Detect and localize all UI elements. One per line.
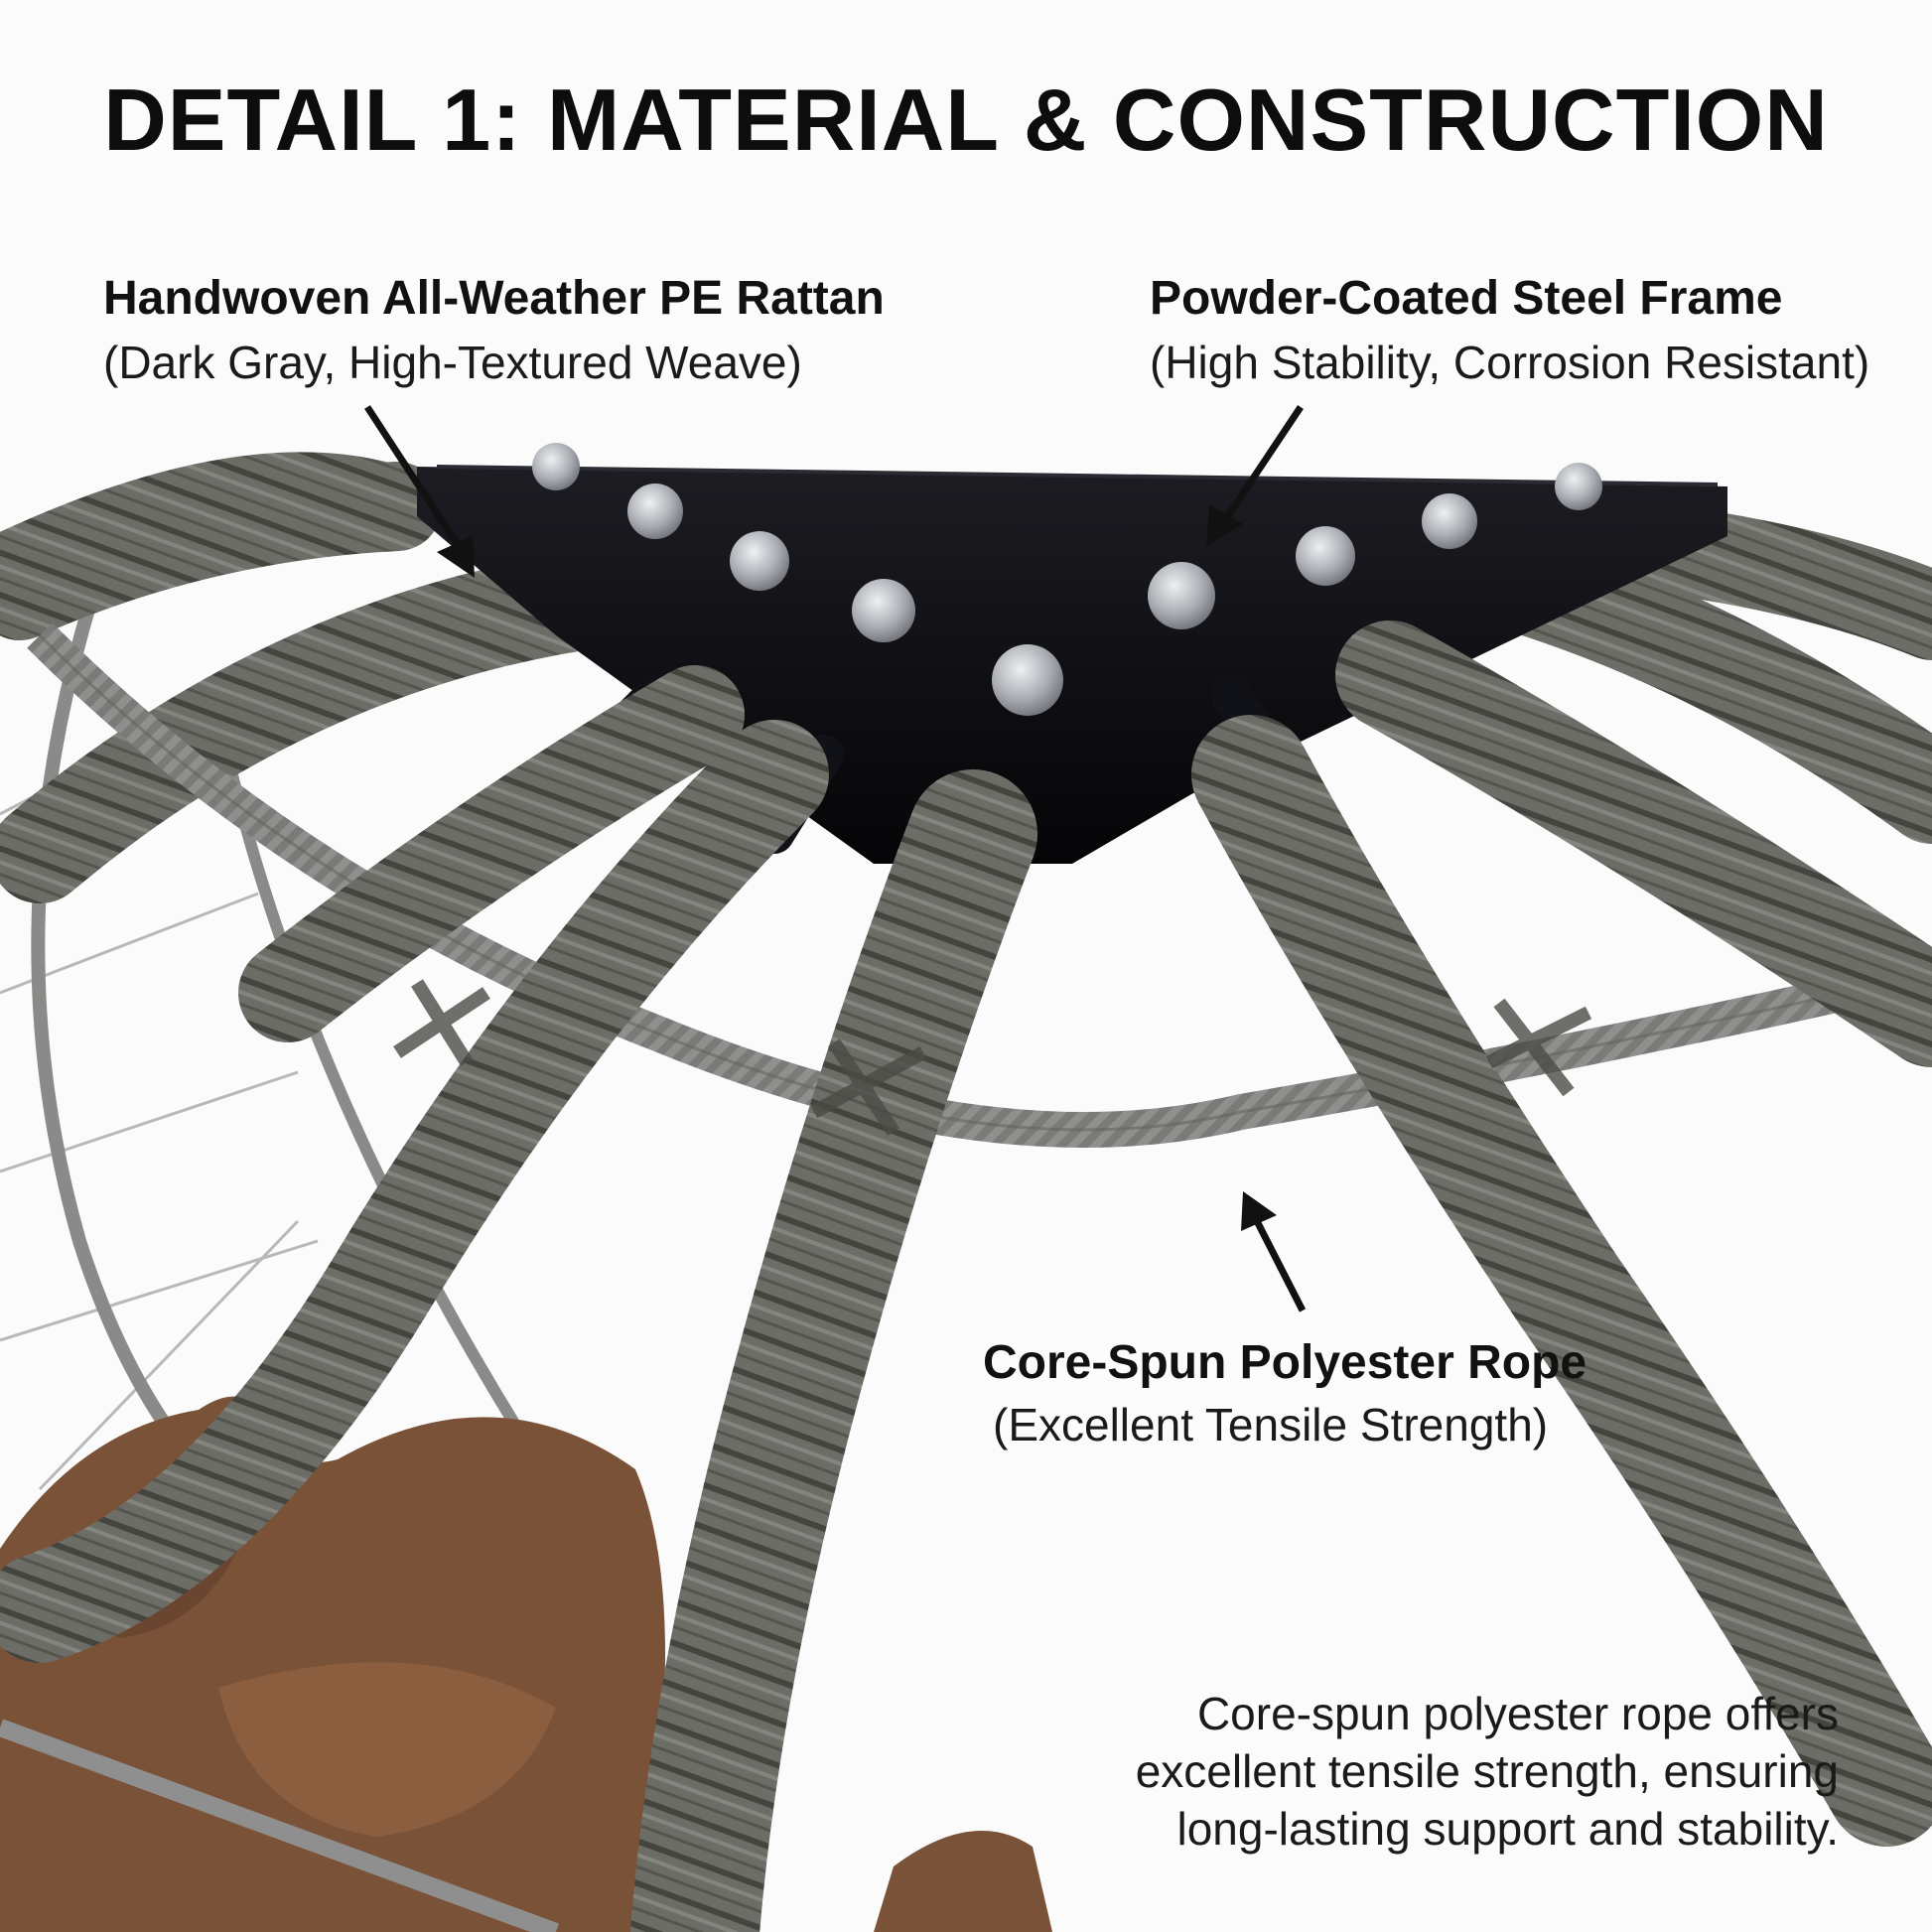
rattan-arrowhead bbox=[437, 536, 475, 578]
description-line: Core-spun polyester rope offers bbox=[1196, 1688, 1839, 1739]
rope-arrow bbox=[1249, 1211, 1307, 1312]
rope-arrowhead bbox=[1241, 1191, 1277, 1231]
rope-callout-subtitle: (Excellent Tensile Strength) bbox=[993, 1399, 1549, 1450]
frame-arrowhead bbox=[1206, 504, 1243, 546]
frame-callout-subtitle: (High Stability, Corrosion Resistant) bbox=[1150, 337, 1870, 388]
rope-callout-title: Core-Spun Polyester Rope bbox=[983, 1336, 1587, 1389]
rattan-spokes-front bbox=[0, 621, 1932, 1932]
frame-callout-title: Powder-Coated Steel Frame bbox=[1150, 272, 1783, 325]
frame-arrow bbox=[1218, 405, 1304, 528]
description-line: excellent tensile strength, ensuring bbox=[1135, 1745, 1839, 1797]
page-title: DETAIL 1: MATERIAL & CONSTRUCTION bbox=[103, 70, 1829, 169]
rattan-arrow bbox=[364, 405, 468, 558]
metal-rod bbox=[0, 1719, 560, 1932]
rattan-callout-subtitle: (Dark Gray, High-Textured Weave) bbox=[103, 337, 802, 388]
rattan-callout-title: Handwoven All-Weather PE Rattan bbox=[103, 272, 885, 325]
bolts bbox=[532, 443, 1602, 716]
callout-arrows bbox=[364, 405, 1307, 1312]
rattan-lashings bbox=[393, 979, 1592, 1136]
description-text: Core-spun polyester rope offers excellen… bbox=[945, 1685, 1839, 1858]
description-line: long-lasting support and stability. bbox=[1176, 1803, 1839, 1855]
